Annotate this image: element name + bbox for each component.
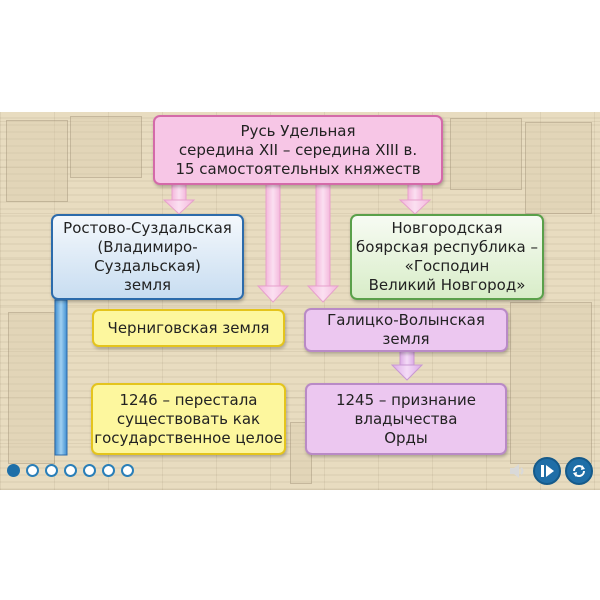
replay-icon [573, 465, 585, 477]
root-line-2: середина XII – середина XIII в. [178, 140, 418, 159]
arrow-root-to-novgorod [398, 179, 432, 215]
slide-canvas: Русь Удельная середина XII – середина XI… [0, 112, 600, 490]
galich-fate-line-2: владычества [354, 409, 458, 428]
rostov-line-3: Суздальская) [94, 257, 201, 275]
box-galich-volyn: Галицко-Волынская земля [304, 308, 508, 352]
background-map-tile [525, 122, 592, 214]
slide-dot-6[interactable] [102, 464, 115, 477]
background-map-tile [8, 312, 55, 464]
slide-dot-7[interactable] [121, 464, 134, 477]
galich-line-2: земля [382, 330, 430, 348]
novgorod-line-4: Великий Новгород» [368, 276, 526, 294]
novgorod-line-2: боярская республика – [355, 238, 539, 256]
speaker-button[interactable] [503, 457, 531, 485]
background-map-tile [70, 116, 142, 178]
root-line-3: 15 самостоятельных княжеств [175, 159, 421, 178]
box-galich-fate: 1245 – признание владычества Орды [305, 383, 507, 455]
slide-navigation-bar [0, 455, 600, 490]
box-rostov-suzdal: Ростово-Суздальская (Владимиро- Суздальс… [51, 214, 244, 300]
background-map-tile [450, 118, 522, 190]
replay-button[interactable] [565, 457, 593, 485]
slide-dot-2[interactable] [26, 464, 39, 477]
slide-dot-1[interactable] [7, 464, 20, 477]
play-pause-icon [541, 465, 554, 477]
chernigov-fate-line-2: существовать как [116, 409, 261, 428]
slide-dot-3[interactable] [45, 464, 58, 477]
novgorod-line-1: Новгородская [391, 219, 503, 237]
slide-dot-5[interactable] [83, 464, 96, 477]
box-chernigov-fate: 1246 – перестала существовать как госуда… [91, 383, 286, 455]
arrow-root-to-rostov [162, 179, 196, 215]
arrow-rostov-continuation [54, 299, 68, 456]
speaker-icon [510, 464, 524, 478]
background-map-tile [510, 302, 592, 464]
chernigov-fate-line-1: 1246 – перестала [119, 390, 258, 409]
root-line-1: Русь Удельная [240, 121, 356, 140]
background-map-tile [6, 120, 68, 202]
arrow-galich-to-fate [390, 348, 424, 381]
arrow-root-to-galich [306, 179, 340, 303]
novgorod-line-3: «Господин [404, 257, 490, 275]
play-pause-button[interactable] [533, 457, 561, 485]
galich-line-1: Галицко-Волынская [327, 311, 485, 329]
box-novgorod: Новгородская боярская республика – «Госп… [350, 214, 544, 300]
chernigov-fate-line-3: государственное целое [94, 428, 283, 447]
arrow-root-to-chernigov [256, 179, 290, 303]
galich-fate-line-1: 1245 – признание [335, 390, 477, 409]
slide-dot-4[interactable] [64, 464, 77, 477]
rostov-line-4: земля [123, 276, 172, 294]
root-box-rus-udelnaya: Русь Удельная середина XII – середина XI… [153, 115, 443, 185]
box-chernigov: Черниговская земля [92, 309, 285, 347]
connector-arrows [54, 179, 432, 456]
galich-fate-line-3: Орды [384, 428, 428, 447]
chernigov-line-1: Черниговская земля [107, 318, 270, 337]
rostov-line-2: (Владимиро- [97, 238, 198, 256]
rostov-line-1: Ростово-Суздальская [63, 219, 232, 237]
